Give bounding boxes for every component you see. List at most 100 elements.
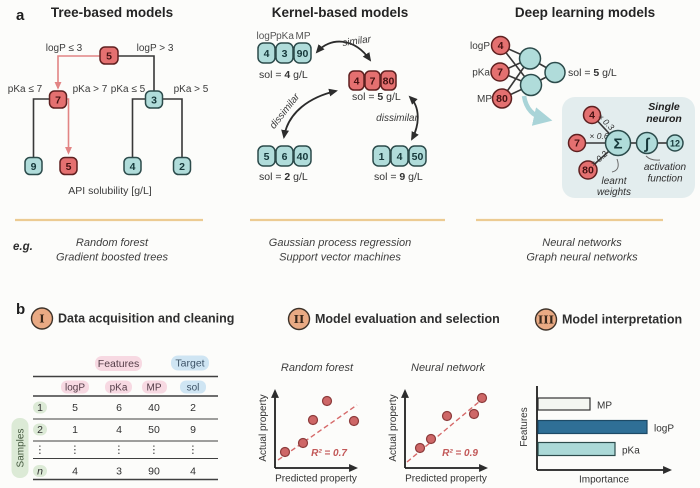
input-value-mp: 80: [496, 93, 508, 105]
sum-node: [604, 129, 632, 157]
dissimilar-arrow-right: [408, 95, 419, 141]
learnt-label-1: learnt: [601, 176, 627, 187]
sol-pre: sol =: [259, 171, 284, 183]
single-neuron-inset: Single neuron 4 7 80 × 0.3 × 0.6 × 0.2 Σ…: [562, 97, 695, 198]
inset-input-80: [578, 160, 598, 180]
data-point: [348, 415, 360, 427]
kernel-box: [364, 70, 381, 91]
scatter-right-title: Neural network: [411, 362, 485, 374]
samples-pill: [11, 418, 29, 478]
inset-title-2: neuron: [646, 113, 682, 125]
sol-post: g/L: [290, 171, 308, 183]
col-header-logp: logP: [65, 383, 85, 394]
similar-arrow: [315, 40, 372, 62]
samples-label: Samples: [16, 429, 27, 468]
input-node-pka: [490, 62, 510, 82]
bar-pka: [537, 441, 616, 457]
eg-label: e.g.: [13, 241, 33, 253]
sol-val: 4: [284, 69, 290, 81]
step-2-circle: [287, 307, 311, 331]
cell: ⋮: [149, 444, 160, 456]
step-3-title: Model interpretation: [562, 313, 682, 327]
learnt-label-2: weights: [597, 187, 631, 198]
activation-leader-line: [645, 155, 661, 161]
branch-label-pka-gt7: pKa > 7: [73, 84, 108, 95]
step-3-circle: [534, 308, 558, 331]
data-point: [297, 437, 309, 449]
bar-label-mp: MP: [597, 401, 612, 412]
kernel-box: [293, 145, 312, 167]
col-header-pka: pKa: [110, 383, 128, 394]
tree-leaf-9-value: 9: [31, 161, 37, 173]
sol-post: g/L: [383, 91, 401, 103]
branch-label-pka-le5: pKa ≤ 5: [111, 84, 146, 95]
sol-post: g/L: [599, 67, 617, 79]
branch-label-logp-gt3: logP > 3: [137, 43, 174, 54]
samples-label-group: Samples: [11, 418, 29, 478]
integral-icon: ∫: [644, 136, 651, 153]
importance-bar-chart: MP logP pKa Features Importance: [519, 386, 674, 486]
cell: 9: [190, 424, 196, 436]
kernel-feature-mp: MP: [296, 31, 311, 42]
tree-red-branch-left: [54, 55, 100, 90]
bar-mp: [537, 397, 591, 411]
tree-panel: Tree-based models logP ≤ 3 logP > 3 pKa …: [8, 5, 209, 264]
scatter-left-title: Random forest: [281, 362, 354, 374]
weights-leader-line: [611, 158, 619, 173]
kernel-value: 40: [297, 151, 309, 163]
cell: 90: [148, 466, 160, 478]
tree-example-1: Random forest: [76, 237, 149, 249]
tree-branch-rr: [163, 98, 183, 158]
data-point: [414, 442, 426, 454]
features-header: Features: [98, 358, 139, 370]
row-pill-1: [33, 401, 47, 414]
kernel-box: [348, 70, 365, 91]
kernel-sol-center: sol = 5 g/L: [352, 91, 401, 103]
kernel-box: [275, 145, 294, 167]
cell: 3: [116, 466, 122, 478]
panel-a-label: a: [16, 7, 25, 24]
scatter-neural-network: Neural network R² = 0.9 Predicted proper…: [388, 362, 488, 485]
tree-caption: API solubility [g/L]: [68, 185, 152, 197]
input-value-logp: 4: [498, 40, 504, 52]
cell: 5: [72, 402, 78, 414]
branch-label-pka-le7: pKa ≤ 7: [8, 84, 43, 95]
deep-example-2: Graph neural networks: [526, 252, 638, 264]
inset-input-80-value: 80: [582, 165, 594, 177]
sol-post: g/L: [405, 171, 423, 183]
input-label-mp: MP: [477, 94, 492, 105]
deep-title: Deep learning models: [515, 5, 655, 20]
sol-post: g/L: [290, 69, 308, 81]
cell: 4: [72, 466, 78, 478]
step-1-numeral: I: [39, 312, 44, 326]
step-1-title: Data acquisition and cleaning: [58, 312, 234, 326]
col-pill-logp: [61, 380, 89, 394]
cell: ⋮: [188, 444, 199, 456]
kernel-sol-bottom-left: sol = 2 g/L: [259, 171, 308, 183]
tree-left-node: [48, 90, 68, 109]
activation-label-2: function: [647, 174, 682, 185]
inset-input-7: [567, 133, 587, 153]
r2-annotation-left: R² = 0.7: [311, 448, 347, 459]
row-label: 2: [37, 424, 43, 436]
kernel-value: 4: [354, 76, 360, 88]
kernel-group-top-left: 4 3 90 sol = 4 g/L: [257, 42, 312, 81]
branch-label-pka-gt5: pKa > 5: [174, 84, 209, 95]
workflow-step-headers: I Data acquisition and cleaning II Model…: [30, 307, 682, 331]
dissimilar-arrow-left: [281, 88, 338, 139]
sol-pre: sol =: [352, 91, 377, 103]
kernel-value: 4: [264, 48, 270, 60]
kernel-box: [390, 145, 409, 167]
tree-leaf-5: [59, 156, 78, 176]
input-label-logp: logP: [470, 41, 490, 52]
tree-title: Tree-based models: [51, 5, 173, 20]
deep-sol-text: sol = 5 g/L: [568, 67, 617, 79]
cell: 40: [148, 402, 160, 414]
kernel-group-bottom-left: 5 6 40 sol = 2 g/L: [257, 145, 312, 183]
sol-pre: sol =: [259, 69, 284, 81]
kernel-feature-pka: pKa: [276, 31, 294, 42]
sol-val: 2: [284, 171, 290, 183]
kernel-value: 1: [379, 151, 385, 163]
kernel-panel: Kernel-based models logP pKa MP 4 3 90 s…: [250, 5, 445, 264]
